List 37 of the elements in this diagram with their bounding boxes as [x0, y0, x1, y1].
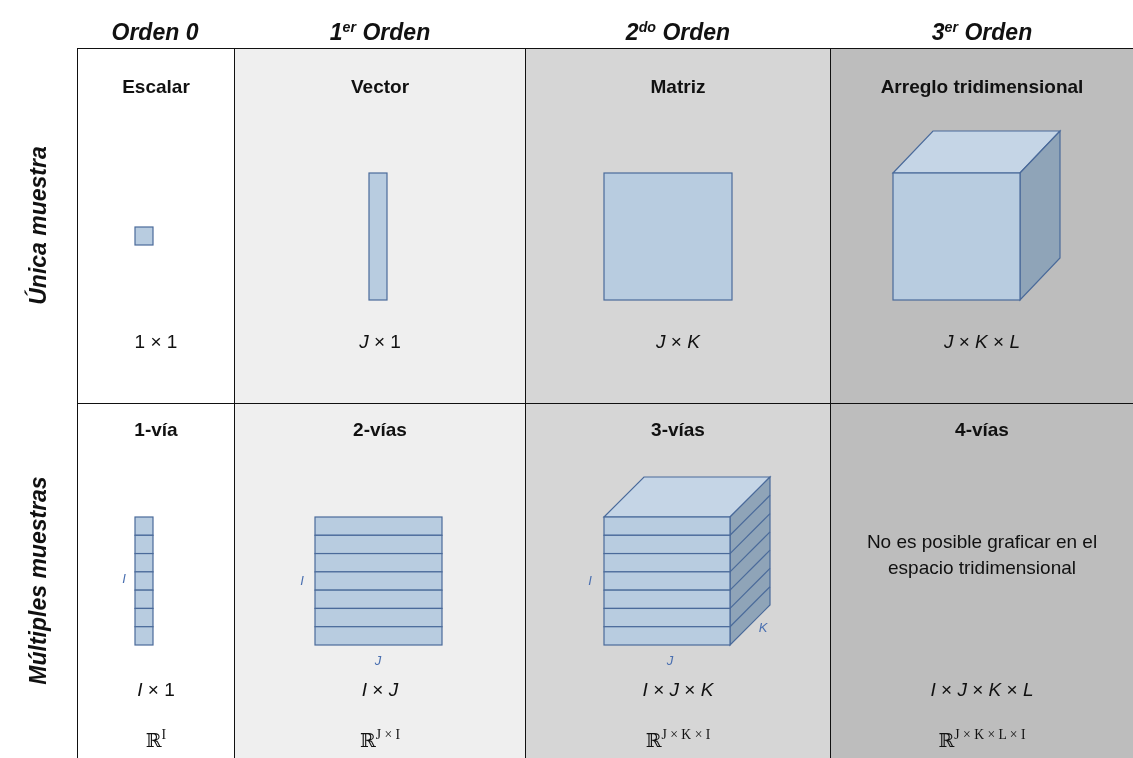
- column-header: Orden 0: [111, 18, 199, 46]
- dimension-formula: I × 1: [137, 679, 175, 701]
- cell-title: Matriz: [650, 76, 706, 98]
- column-header: 3$^{er}$ Orden: [931, 18, 1033, 46]
- axis-label: I: [300, 572, 304, 588]
- cell-title: Vector: [350, 76, 410, 98]
- cell-title: 4-vías: [955, 419, 1009, 441]
- dimension-formula: J × K × L: [943, 331, 1021, 353]
- column-header: 1$^{er}$ Orden: [329, 18, 431, 46]
- dimension-formula: J × 1: [359, 331, 401, 353]
- row-header: Única muestra: [24, 145, 52, 305]
- table-cell: [77, 48, 234, 403]
- tensor-space-notation: ℝ$^{J × K × L × I}$: [938, 729, 1026, 752]
- cell-title: 1-vía: [134, 419, 178, 441]
- dimension-formula: I × J × K: [642, 679, 714, 701]
- row-header: Múltiples muestras: [24, 475, 52, 685]
- cell-title: Escalar: [122, 76, 190, 98]
- tensor-space-notation: ℝ$^{I}$: [145, 729, 167, 752]
- table-cell: [77, 403, 234, 758]
- table-cell: [830, 403, 1133, 758]
- cell-title: Arreglo tridimensional: [880, 76, 1084, 98]
- cell-title: 2-vías: [353, 419, 407, 441]
- axis-label: I: [122, 570, 126, 586]
- tensor-space-notation: ℝ$^{J × K × I}$: [645, 729, 711, 752]
- note-text: No es posible graficar en el espacio tridimensional: [865, 530, 1099, 580]
- dimension-formula: I × J × K × L: [930, 679, 1034, 701]
- cell-title: 3-vías: [651, 419, 705, 441]
- dimension-formula: J × K: [656, 331, 700, 353]
- dimension-formula: 1 × 1: [134, 331, 178, 353]
- table-cell: [234, 48, 525, 403]
- tensor-space-notation: ℝ$^{J × I}$: [359, 729, 401, 752]
- dimension-formula: I × J: [361, 679, 399, 701]
- axis-label: J: [666, 652, 674, 668]
- axis-label: I: [588, 572, 592, 588]
- column-header: 2$^{do}$ Orden: [625, 18, 731, 46]
- axis-label: K: [758, 619, 768, 635]
- axis-label: J: [374, 652, 382, 668]
